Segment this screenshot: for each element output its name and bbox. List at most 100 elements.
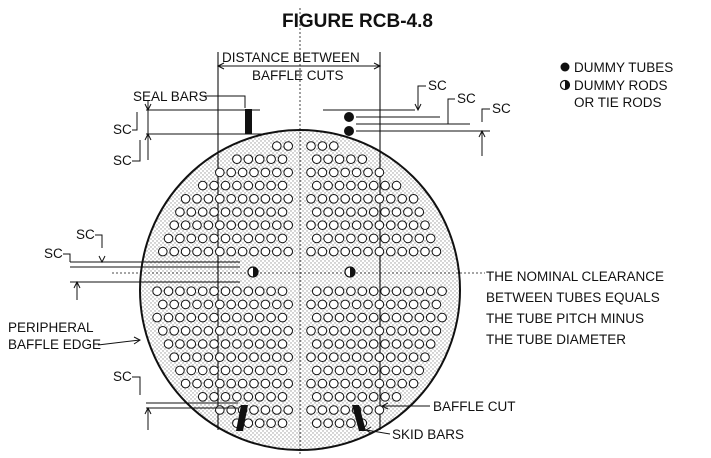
sc-leader <box>132 140 141 162</box>
tube-hole <box>277 418 288 429</box>
tube-hole <box>340 378 351 389</box>
tube-hole <box>215 326 225 336</box>
tube-hole <box>203 326 214 336</box>
tube-hole <box>277 339 288 349</box>
tube-hole <box>374 167 385 178</box>
tube-hole <box>175 207 185 217</box>
tube-hole <box>403 233 413 244</box>
tube-hole <box>232 392 242 402</box>
tube-hole <box>277 392 288 402</box>
skid-bars-label: SKID BARS <box>392 427 464 442</box>
tube-hole <box>283 405 294 415</box>
tube-hole <box>408 378 419 389</box>
tube-hole <box>283 326 294 336</box>
distance-dim-arrow-left <box>216 62 225 70</box>
tube-hole <box>197 180 208 191</box>
tube-hole <box>431 246 442 257</box>
tube-hole <box>340 220 351 230</box>
tube-hole <box>152 312 162 323</box>
figure-title: FIGURE RCB-4.8 <box>282 11 433 32</box>
tube-hole <box>391 392 402 402</box>
tube-hole <box>237 352 248 363</box>
tube-hole <box>323 207 333 217</box>
tube-hole <box>368 312 379 323</box>
legend-dummy-tubes-label: DUMMY TUBES <box>574 60 673 75</box>
tube-hole <box>215 378 225 389</box>
tube-hole <box>243 180 254 191</box>
tube-hole <box>237 167 248 178</box>
tube-hole <box>260 246 271 257</box>
tube-hole <box>374 220 385 230</box>
tube-hole <box>266 312 276 323</box>
tube-hole <box>374 194 385 204</box>
tube-hole <box>283 299 294 310</box>
tube-hole <box>266 233 276 244</box>
tube-hole <box>311 392 322 402</box>
tube-hole <box>169 326 179 336</box>
tube-hole <box>323 180 333 191</box>
tube-hole <box>368 365 379 376</box>
tube-hole <box>414 365 425 376</box>
tube-hole <box>169 299 179 310</box>
tube-hole <box>158 326 168 336</box>
tube-hole <box>237 194 248 204</box>
tube-hole <box>215 194 225 204</box>
dummy-rod <box>247 266 259 278</box>
tube-hole <box>243 418 254 429</box>
tube-hole <box>420 326 430 336</box>
tube-hole <box>277 180 288 191</box>
tube-hole <box>323 365 333 376</box>
tube-hole <box>249 299 259 310</box>
tube-hole <box>277 154 288 164</box>
tube-hole <box>374 405 385 415</box>
tube-hole <box>408 194 419 204</box>
tube-hole <box>249 405 259 415</box>
tube-hole <box>357 339 368 349</box>
tube-hole <box>329 167 339 178</box>
tube-hole <box>158 299 168 310</box>
baffle-cut-arrowhead <box>380 402 389 410</box>
tube-hole <box>226 220 236 230</box>
tube-hole <box>197 233 208 244</box>
tube-hole <box>175 233 185 244</box>
sc-dim-arrowhead <box>98 255 106 264</box>
tube-hole <box>306 167 316 178</box>
tube-hole <box>266 180 276 191</box>
tube-hole <box>403 312 413 323</box>
tube-hole <box>209 286 219 297</box>
tube-hole <box>329 378 339 389</box>
tube-hole <box>414 339 425 349</box>
distance-label-line2: BAFFLE CUTS <box>252 68 344 83</box>
tube-hole <box>220 365 231 376</box>
tube-hole <box>215 246 225 257</box>
tube-hole <box>260 167 271 178</box>
tube-hole <box>397 246 408 257</box>
tube-hole <box>357 312 368 323</box>
tube-hole <box>175 365 185 376</box>
tube-hole <box>340 405 351 415</box>
tube-hole <box>374 246 385 257</box>
tube-hole <box>226 194 236 204</box>
tube-hole <box>220 286 231 297</box>
tube-hole <box>346 418 356 429</box>
tube-hole <box>340 326 351 336</box>
tube-hole <box>169 220 179 230</box>
tube-hole <box>192 352 202 363</box>
tube-hole <box>226 352 236 363</box>
tube-hole <box>306 326 316 336</box>
tube-hole <box>254 339 265 349</box>
tube-hole <box>226 246 236 257</box>
tube-hole <box>203 246 214 257</box>
tube-hole <box>334 207 345 217</box>
sc-label: SC <box>492 101 511 116</box>
tube-hole <box>232 154 242 164</box>
tube-hole <box>203 378 214 389</box>
tube-hole <box>437 286 447 297</box>
tube-hole <box>397 220 408 230</box>
sc-dim-arrowhead <box>414 103 422 112</box>
tube-hole <box>243 154 254 164</box>
tube-hole <box>266 339 276 349</box>
tube-hole <box>431 299 442 310</box>
tube-hole <box>386 352 396 363</box>
tube-hole <box>306 299 316 310</box>
